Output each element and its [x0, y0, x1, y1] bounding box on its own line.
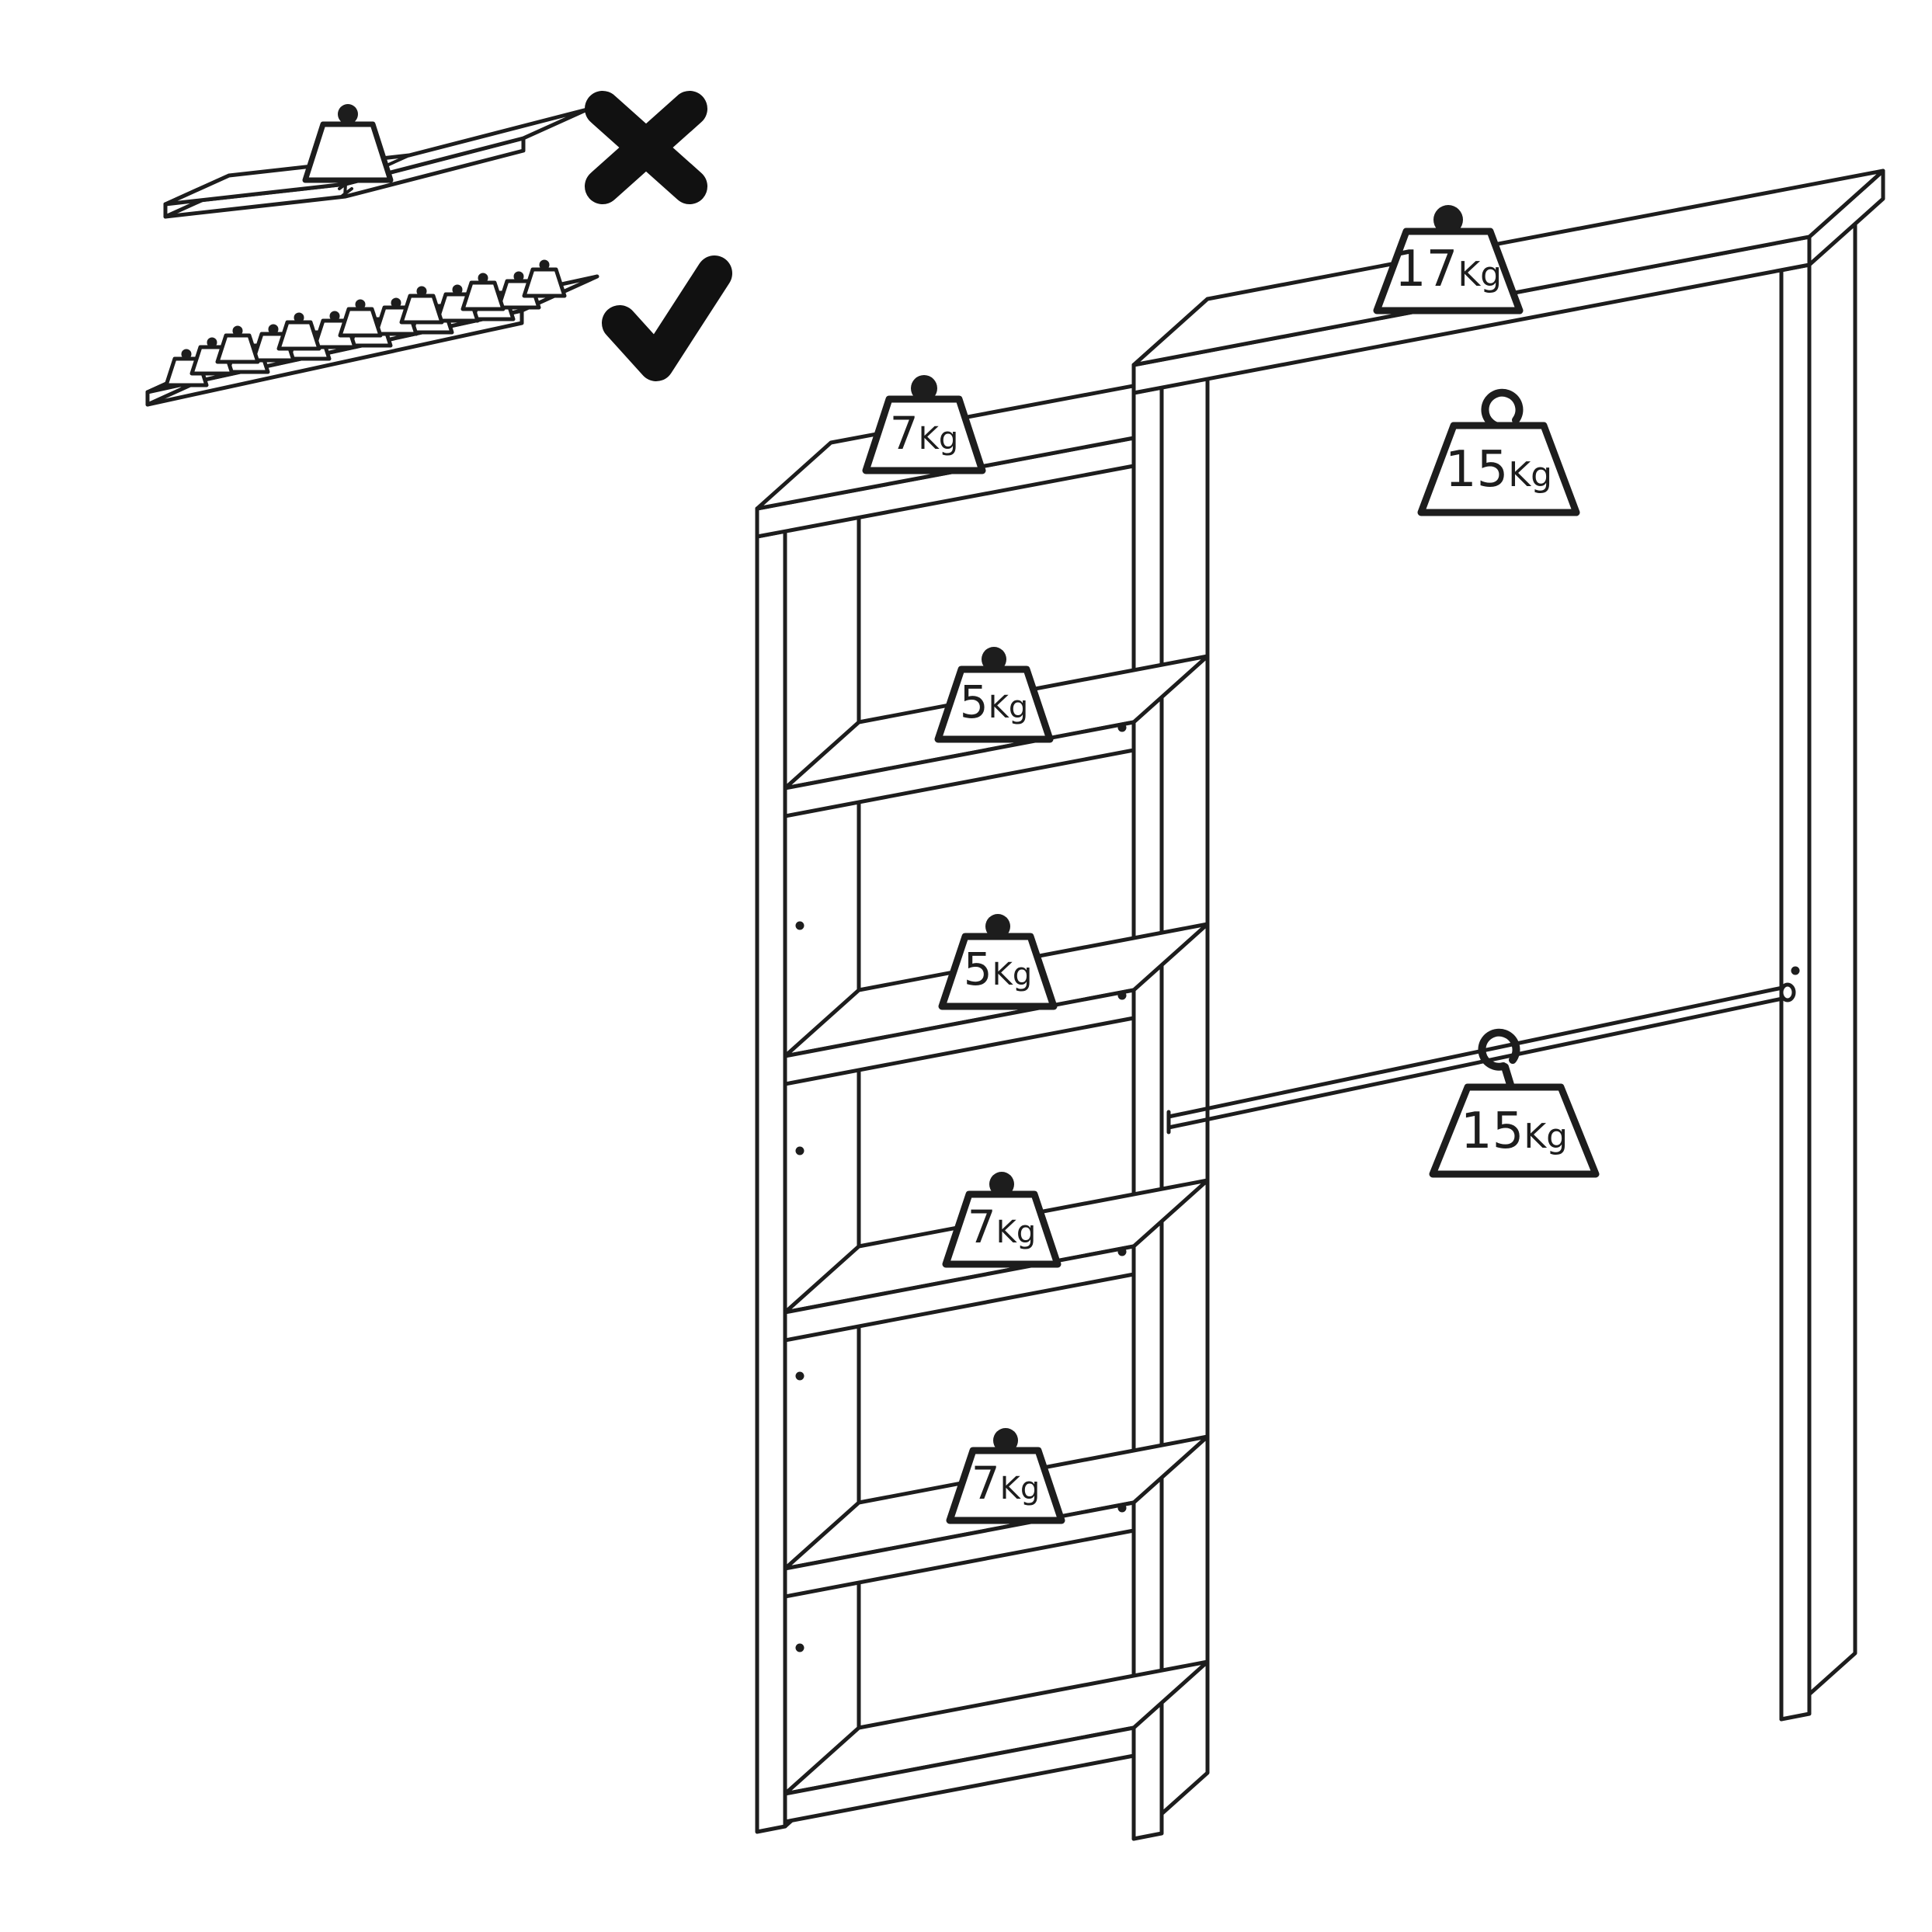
weight-knob-icon: [982, 647, 1006, 672]
weight-badge-upper-rail: 15Kg: [1417, 388, 1580, 516]
weight-badge-shelf-4: 7Kg: [946, 1428, 1065, 1524]
weight-label: 7Kg: [968, 1201, 1037, 1253]
weight-knob-icon: [989, 1172, 1014, 1197]
drill-hole: [795, 1371, 804, 1381]
drill-hole-dots: [795, 723, 1800, 1652]
shelf-front-face: [783, 1244, 1136, 1343]
weight-badge-lower-rail: 15Kg: [1429, 1028, 1600, 1178]
rod-right-cap: [1779, 982, 1796, 1002]
weight-label: 5Kg: [964, 943, 1033, 996]
shelf-front-face: [783, 988, 1136, 1086]
weight-body: [1417, 422, 1580, 516]
mini-weight-icon: [463, 273, 503, 310]
rod-bottom-line: [1166, 996, 1788, 1130]
left-upright-inner-face: [783, 463, 861, 1829]
weight-knob-icon: [338, 104, 358, 124]
weight-label: 17Kg: [1395, 241, 1502, 298]
weight-body: [1429, 1083, 1600, 1178]
shelf-front-face: [783, 1725, 1136, 1824]
weight-body: [938, 933, 1058, 1010]
weight-knob-icon: [911, 375, 937, 401]
weight-label: 7Kg: [890, 407, 959, 460]
weight-body: [1373, 228, 1524, 314]
weight-badge-shelf-2: 5Kg: [938, 914, 1058, 1010]
shelf-front-face: [783, 1500, 1136, 1599]
hanger-hook-icon: [1481, 388, 1524, 431]
weight-body: [942, 1190, 1062, 1268]
drill-hole: [1117, 1503, 1127, 1513]
check-icon: [602, 255, 732, 381]
weight-body: [302, 121, 394, 183]
hanging-rod: [1166, 982, 1796, 1135]
drill-hole: [1117, 991, 1127, 1000]
drill-hole: [1791, 966, 1800, 975]
bridge-top-face: [1131, 169, 1885, 367]
distributed-load-example: [145, 255, 732, 407]
weight-icon-blank: [302, 104, 394, 183]
point-load-example: [163, 91, 707, 219]
drill-hole: [795, 921, 804, 930]
weight-knob-icon: [985, 914, 1010, 939]
weight-body: [946, 1447, 1065, 1524]
drill-hole: [795, 1146, 804, 1155]
weight-label: 15Kg: [1445, 441, 1552, 499]
weight-badge-main-top: 17Kg: [1373, 205, 1524, 314]
load-legend: [145, 91, 732, 407]
weight-body: [934, 665, 1054, 743]
weight-body: [862, 395, 986, 474]
left-upright-panel: [755, 463, 861, 1834]
inner-upright-front-edge: [1131, 385, 1164, 1841]
weight-badge-shelf-3: 7Kg: [942, 1172, 1062, 1268]
weight-badge-column-top: 7Kg: [862, 375, 986, 474]
left-upright-front-edge: [755, 529, 787, 1834]
mini-weight-icon: [340, 300, 380, 336]
mini-weight-icon: [279, 313, 319, 349]
weight-badges: 7Kg 17Kg 15Kg 5Kg 5Kg 7Kg: [862, 205, 1600, 1524]
weight-label: 7Kg: [971, 1457, 1041, 1510]
drill-hole: [1117, 1247, 1127, 1256]
weight-badge-shelf-1: 5Kg: [934, 647, 1054, 743]
drill-hole: [1117, 723, 1127, 732]
inner-upright-panel: [1131, 325, 1210, 1841]
weight-knob-icon: [993, 1428, 1018, 1453]
bottom-shelf: [783, 1659, 1210, 1824]
weight-knob-icon: [1433, 205, 1463, 235]
mini-weight-icon: [524, 260, 565, 297]
weight-label: 15Kg: [1461, 1103, 1568, 1160]
drill-hole: [795, 1643, 804, 1652]
top-bridge-panel: [1131, 169, 1885, 395]
rod-top-line: [1166, 985, 1788, 1119]
mini-weight-icon: [401, 287, 442, 323]
shelf-front-face: [783, 720, 1136, 818]
cross-icon: [585, 91, 707, 204]
right-upright-panel: [1779, 202, 1857, 1722]
weight-label: 5Kg: [960, 676, 1029, 728]
mini-weight-icon: [217, 326, 258, 363]
